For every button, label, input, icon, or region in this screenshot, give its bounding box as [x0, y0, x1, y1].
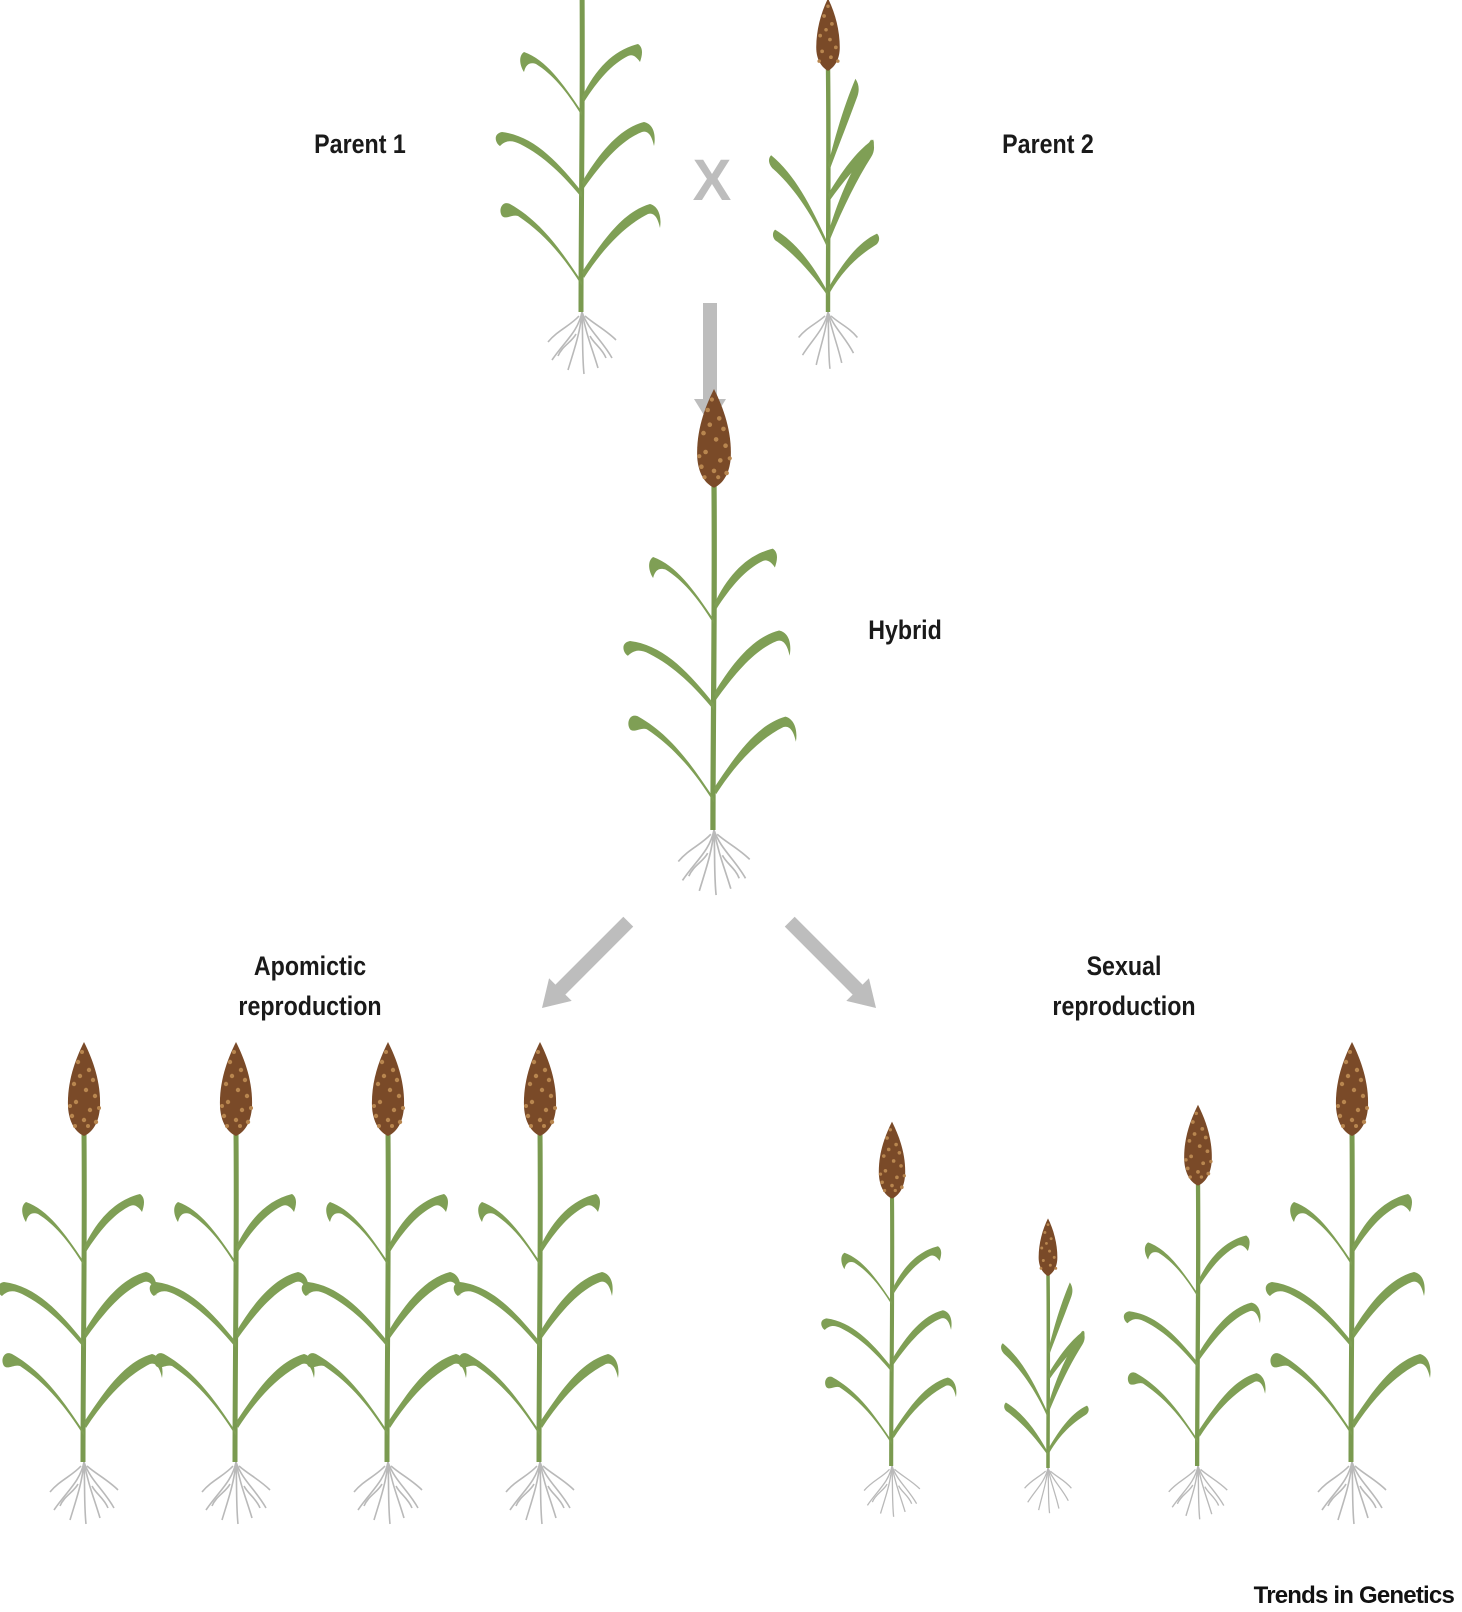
journal-credit: Trends in Genetics: [1253, 1582, 1455, 1609]
sexual-plant-icon: [999, 1216, 1091, 1515]
hybrid-label: Hybrid: [868, 615, 942, 645]
apomictic-plant-icon: [454, 1042, 619, 1524]
sexual-label: Sexual reproduction: [1052, 951, 1196, 1021]
parent2-label: Parent 2: [1002, 129, 1094, 159]
apomictic-label: Apomictic reproduction: [238, 951, 382, 1021]
sexual-plant-icon: [1266, 1042, 1431, 1524]
apomictic-plant-icon: [0, 1042, 163, 1524]
sexual-offspring: [821, 1042, 1430, 1524]
parent2-plant-icon: [769, 0, 879, 369]
apomictic-plant-icon: [302, 1042, 467, 1524]
arrow-left-down-icon: [530, 910, 640, 1020]
hybrid-plant-icon: [623, 389, 796, 895]
parent1-plant-icon: [496, 0, 661, 374]
cross-symbol: X: [693, 148, 732, 213]
sexual-plant-icon: [821, 1122, 956, 1517]
sexual-plant-icon: [1124, 1105, 1266, 1520]
apomictic-plant-icon: [150, 1042, 315, 1524]
parent1-label: Parent 1: [314, 129, 406, 159]
arrow-right-down-icon: [778, 910, 888, 1020]
apomictic-offspring: [0, 1042, 619, 1524]
